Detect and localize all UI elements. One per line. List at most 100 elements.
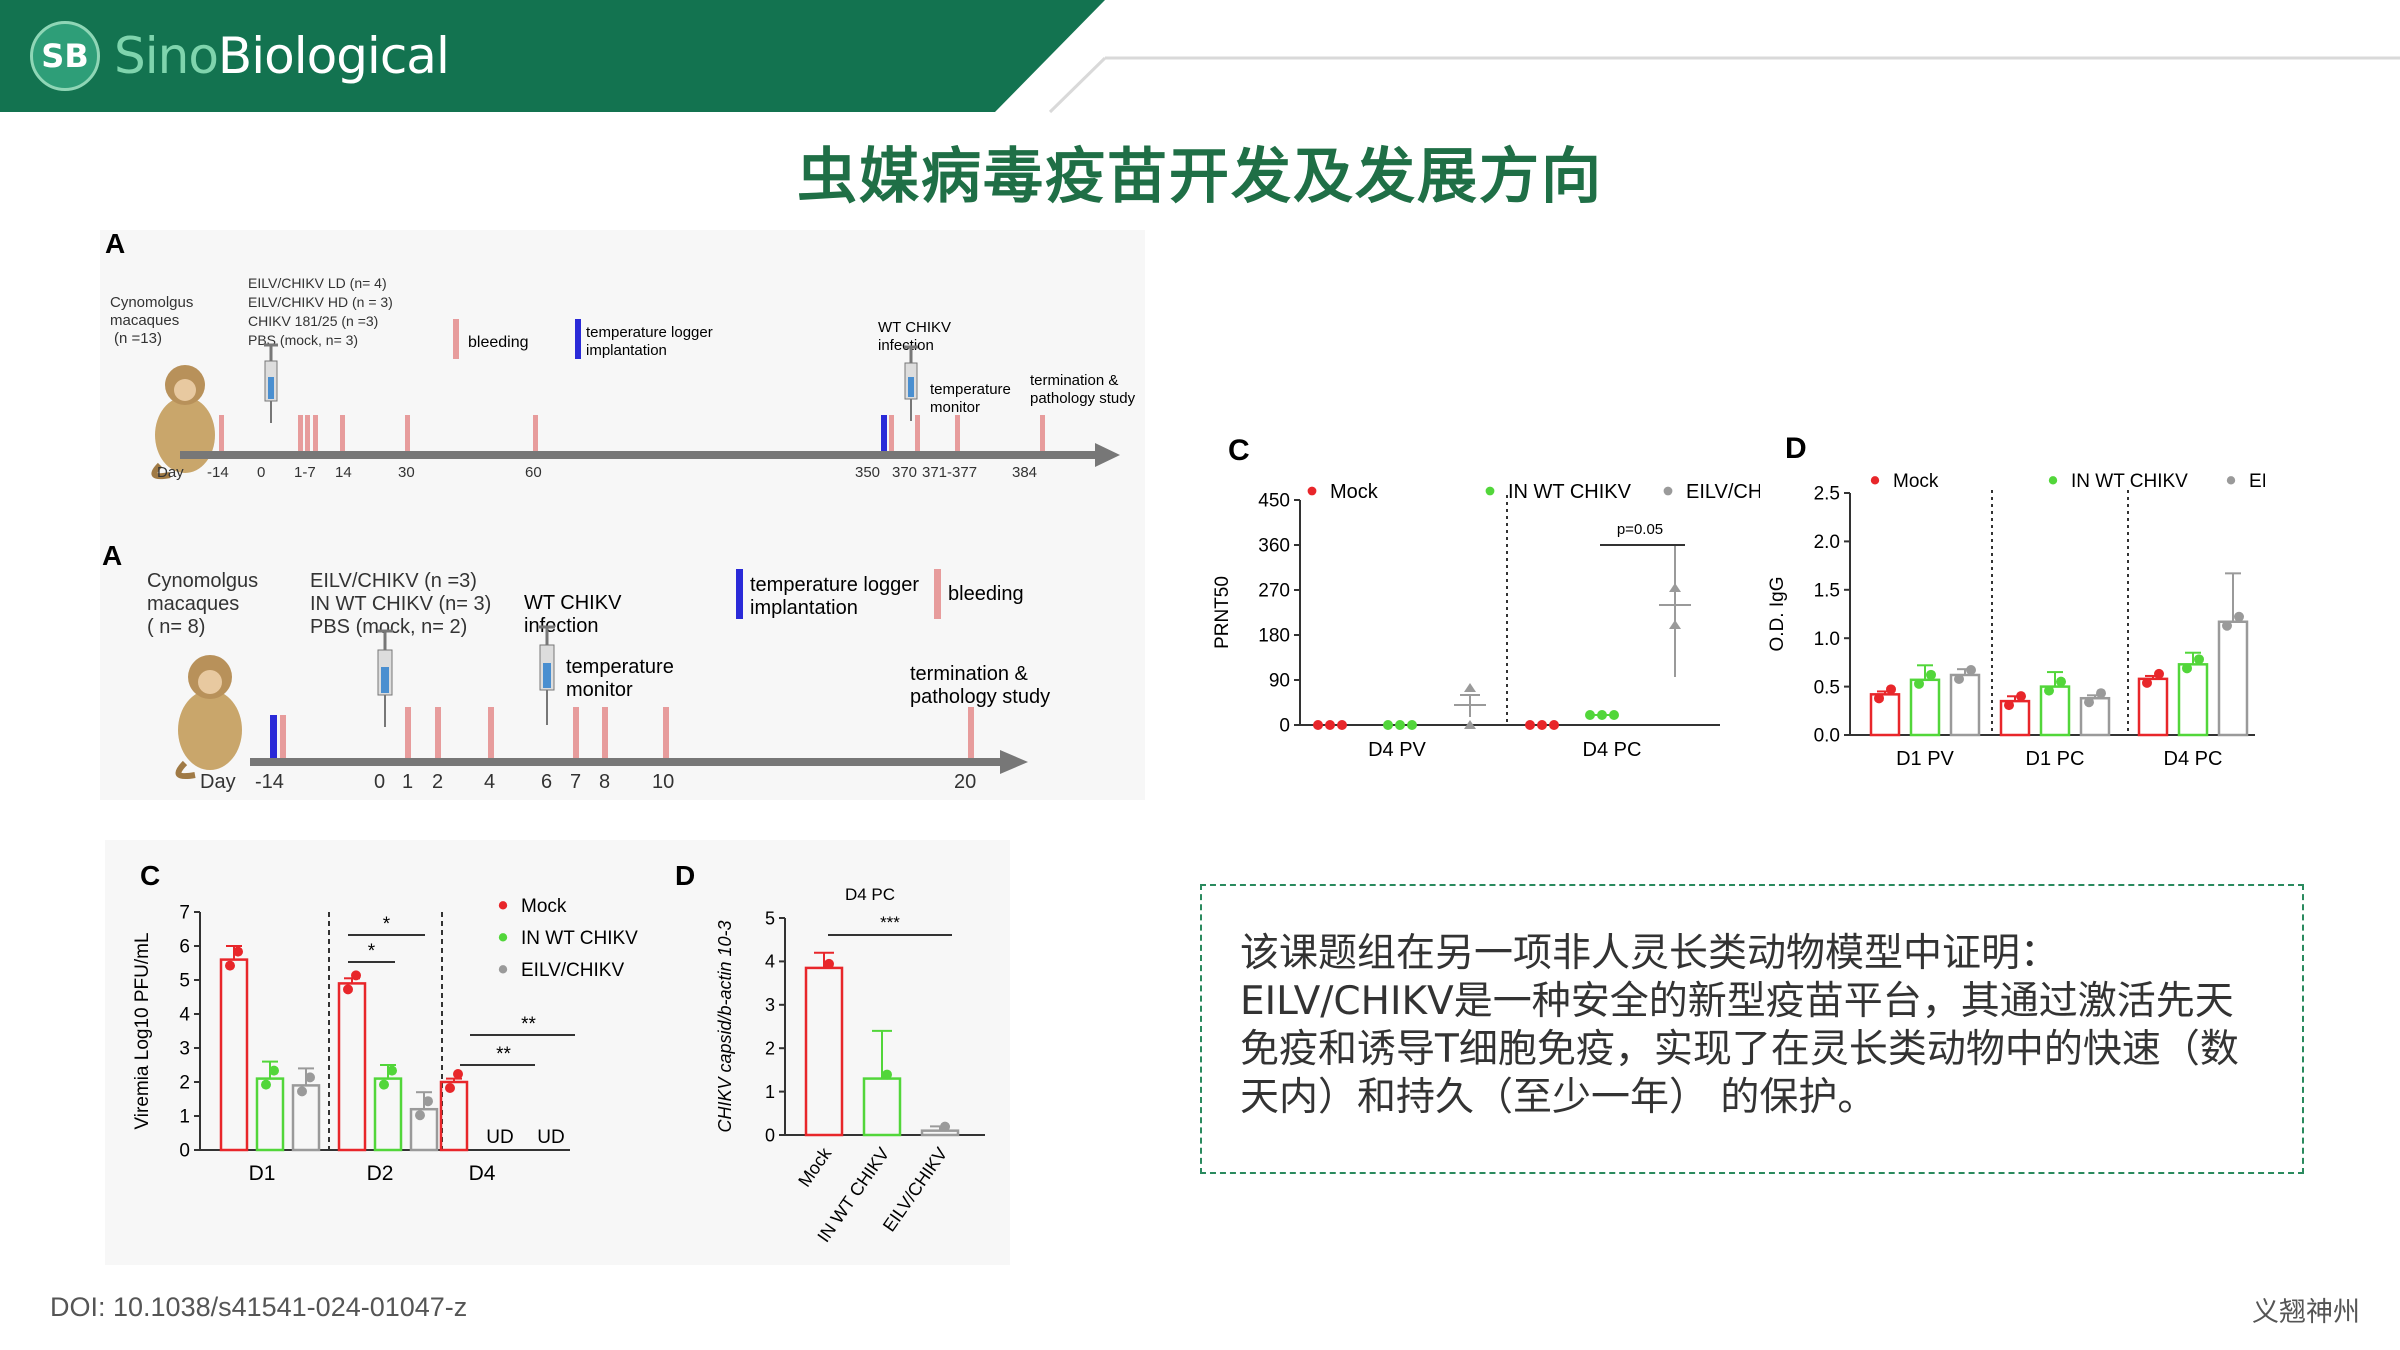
significance-label: ** (521, 1014, 536, 1035)
doi-citation: DOI: 10.1038/s41541-024-01047-z (50, 1292, 468, 1322)
legend-marker (1485, 486, 1495, 496)
legend-label: IN WT CHIKV (2071, 471, 2188, 492)
data-point (2004, 700, 2014, 711)
data-point (261, 1079, 271, 1090)
x-tick-label: D4 PV (1368, 739, 1426, 761)
legend-bleeding-label: bleeding (948, 583, 1024, 605)
bar (291, 1084, 321, 1152)
y-tick-label: 2.5 (1814, 484, 1840, 505)
significance-label: * (368, 941, 376, 962)
y-tick-label: 5 (765, 908, 775, 928)
timeline-ticks: Day -14 0 1-7 14 30 60 350 370 371-377 3… (157, 464, 1037, 481)
data-point (1525, 720, 1535, 730)
nd-label: UD (486, 1127, 513, 1148)
data-point (225, 960, 235, 971)
y-tick-label: 0.5 (1814, 677, 1840, 698)
data-point (1954, 673, 1964, 684)
macaque-illustration (151, 365, 215, 480)
y-axis-label: Viremia Log10 PFU/mL (132, 932, 153, 1129)
y-tick-label: 1.5 (1814, 580, 1840, 601)
legend-logger-swatch (736, 569, 743, 619)
subject-label: Cynomolgus macaques ( n= 8) (147, 570, 264, 638)
legend-marker (1870, 476, 1880, 485)
svg-text:0: 0 (257, 464, 265, 481)
y-tick-label: 1 (179, 1107, 190, 1128)
figure-panel-bg (105, 840, 1010, 1265)
svg-text:8: 8 (599, 771, 610, 793)
y-tick-label: 0 (765, 1125, 775, 1145)
logo-wordmark: SinoBiological (114, 27, 450, 85)
legend-label: IN WT CHIKV (1508, 481, 1632, 503)
slide-title: 虫媒病毒疫苗开发及发展方向 (797, 142, 1603, 212)
bar (2137, 677, 2169, 737)
syringe-icon (377, 629, 393, 727)
svg-text:20: 20 (954, 771, 976, 793)
syringe-icon (539, 625, 555, 725)
svg-text:60: 60 (525, 464, 542, 481)
chart-title: D4 PC (845, 885, 895, 904)
legend-bleeding-swatch (934, 569, 941, 619)
svg-text:0: 0 (374, 771, 385, 793)
x-tick-label: D1 PC (2026, 748, 2085, 770)
bar (219, 958, 249, 1152)
significance-label: p=0.05 (1617, 521, 1663, 538)
legend-label: Mock (1330, 481, 1379, 503)
data-point (453, 1069, 463, 1079)
data-point (1313, 720, 1323, 730)
x-tick-label: D2 (367, 1162, 394, 1185)
legend-marker (498, 901, 508, 910)
logo: SB SinoBiological (30, 14, 490, 98)
svg-text:1: 1 (402, 771, 413, 793)
panel-label: C (140, 860, 160, 891)
termination-label: termination & pathology study (910, 663, 1050, 708)
data-point (1383, 720, 1393, 730)
data-point (2056, 676, 2066, 687)
timeline-markers (219, 415, 1045, 453)
bar (804, 966, 844, 1137)
x-tick-label: D4 PC (1583, 739, 1642, 761)
svg-text:2: 2 (432, 771, 443, 793)
data-point (1407, 720, 1417, 730)
data-point (2142, 677, 2152, 688)
timeline-markers (270, 707, 974, 761)
panel-label: D (675, 860, 695, 891)
summary-textbox: 该课题组在另一项非人灵长类动物模型中证明：EILV/CHIKV是一种安全的新型疫… (1200, 884, 2304, 1174)
group-list: EILV/CHIKV LD (n= 4) EILV/CHIKV HD (n = … (248, 275, 397, 348)
timeline-2: A Cynomolgus macaques ( n= 8) EILV/CHIKV… (102, 540, 1050, 793)
y-tick-label: 90 (1269, 671, 1290, 692)
syringe-icon (264, 343, 278, 423)
legend-marker (498, 965, 508, 974)
legend-marker (2226, 476, 2236, 485)
svg-text:Day: Day (157, 464, 184, 481)
data-point (1337, 720, 1347, 730)
data-point (379, 1079, 389, 1090)
x-tick-label: D4 (469, 1162, 496, 1185)
corner-mark: 义翘神州 (2252, 1297, 2360, 1328)
svg-text:6: 6 (541, 771, 552, 793)
data-point (1914, 678, 1924, 689)
data-point (2234, 611, 2244, 622)
y-tick-label: 450 (1258, 491, 1290, 512)
legend-label: IN WT CHIKV (521, 928, 638, 949)
infection-label: WT CHIKV infection (524, 592, 627, 637)
legend-marker (498, 933, 508, 942)
legend-logger-label: temperature logger implantation (586, 324, 717, 359)
bar (439, 1080, 469, 1152)
syringe-icon (904, 345, 918, 421)
infection-label: WT CHIKV infection (878, 319, 955, 354)
panel-label: A (105, 228, 125, 259)
legend-label: EILV/CHIKV (521, 960, 624, 981)
svg-text:30: 30 (398, 464, 415, 481)
timeline-ticks: Day -14 0 1 2 4 6 7 8 10 20 (200, 771, 976, 793)
bar (2039, 685, 2071, 737)
summary-text: 该课题组在另一项非人灵长类动物模型中证明：EILV/CHIKV是一种安全的新型疫… (1240, 931, 2239, 1120)
y-tick-label: 3 (179, 1039, 190, 1060)
svg-text:4: 4 (484, 771, 495, 793)
temp-monitor-label: temperature monitor (566, 656, 679, 701)
significance-label: *** (880, 913, 900, 932)
data-point (2016, 691, 2026, 702)
data-point (269, 1065, 279, 1076)
